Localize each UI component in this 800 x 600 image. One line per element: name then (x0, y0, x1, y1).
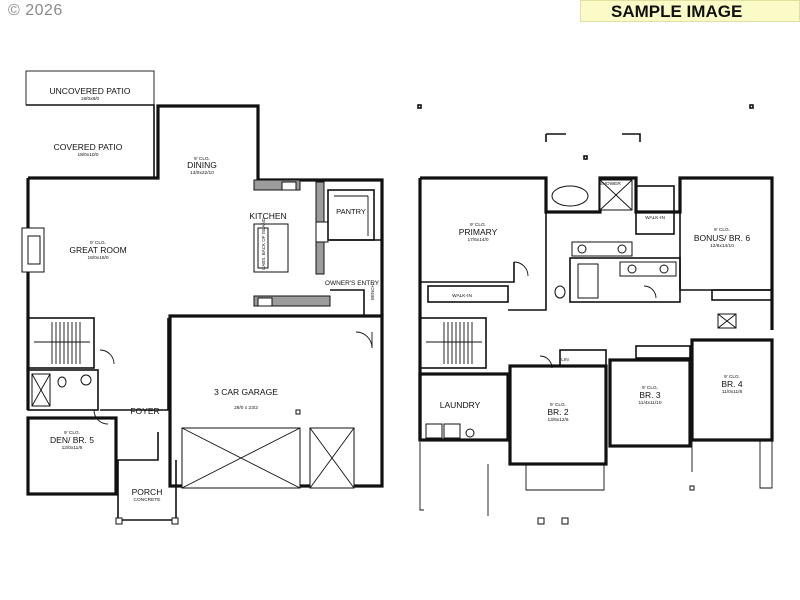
bonus-ceiling: 9' CLG. (714, 227, 730, 233)
uncovered-patio-dims: 18/0x8/0 (81, 96, 100, 102)
primary-dims: 17/6x14/0 (467, 237, 488, 243)
laundry-name: LAUNDRY (440, 400, 481, 410)
great-room-name: GREAT ROOM (69, 245, 126, 255)
primary-name: PRIMARY (459, 227, 498, 237)
great-room-ceiling: 9' CLG. (90, 240, 106, 246)
den-name: DEN/ BR. 5 (50, 435, 94, 445)
foyer-name: FOYER (130, 406, 159, 416)
sample-image-label: SAMPLE IMAGE (611, 2, 743, 21)
dining-walls (154, 104, 260, 180)
powder-bath (27, 369, 99, 411)
bath-walk-in (635, 185, 675, 235)
laundry-room (418, 372, 510, 442)
br2-dims: 13/6x12/6 (547, 417, 568, 423)
br2-name: BR. 2 (547, 407, 569, 417)
br3-room (608, 358, 692, 448)
garage-name: 3 CAR GARAGE (214, 387, 278, 397)
bonus-dims: 12/6x14/10 (710, 243, 734, 249)
kitchen-name: KITCHEN (249, 211, 286, 221)
covered-patio-dims: 18/0x10/0 (77, 152, 98, 158)
upper-north-wall (420, 176, 774, 330)
covered-patio-name: COVERED PATIO (54, 142, 123, 152)
shower-label: SHOWER (599, 181, 621, 187)
garage-room (168, 314, 384, 488)
kitchen-back-counter (253, 179, 301, 191)
pantry-name: PANTRY (336, 207, 366, 216)
den-ceiling: 9' CLG. (64, 430, 80, 436)
br3-ceiling: 9' CLG. (642, 385, 658, 391)
upper-floor-plan (417, 104, 774, 525)
primary-walk-in-label: WALK-IN (452, 293, 472, 299)
main-floor-plan (21, 70, 384, 525)
upper-stairs (419, 317, 487, 369)
br2-room (508, 364, 608, 466)
garage-dims: 29/0 x 23/2 (234, 405, 258, 411)
main-stairs (27, 317, 95, 369)
br3-dims: 11/4x11/10 (638, 400, 661, 406)
bathtub (551, 185, 589, 207)
linen-label: LIN (561, 357, 569, 363)
br3-name: BR. 3 (639, 390, 661, 400)
bonus-name: BONUS/ BR. 6 (694, 233, 750, 243)
primary-vanity (571, 241, 633, 257)
primary-walk-in (427, 285, 509, 303)
br4-name: BR. 4 (721, 379, 743, 389)
sample-image-badge: SAMPLE IMAGE (580, 0, 800, 22)
dining-name: DINING (187, 160, 217, 170)
dining-ceiling: 9' CLG. (194, 156, 210, 162)
great-room-dims: 18/0x18/0 (87, 255, 108, 261)
br4-ceiling: 9' CLG. (724, 374, 740, 380)
porch-name: PORCH (132, 487, 163, 497)
owners-entry-name: OWNER'S ENTRY (325, 280, 380, 287)
den-room (26, 416, 118, 496)
bench-label: BENCH (370, 284, 375, 300)
uncovered-patio-name: UNCOVERED PATIO (50, 86, 131, 96)
primary-ceiling: 9' CLG. (470, 222, 486, 228)
island-note: CABS. BACK OF ISLAND (261, 217, 266, 270)
br2-ceiling: 9' CLG. (550, 402, 566, 408)
kitchen-lower-counter (253, 295, 331, 307)
porch-outline (117, 460, 177, 521)
bath-walk-in-label: WALK-IN (645, 215, 665, 221)
dining-dims: 13/0x22/10 (190, 170, 214, 176)
br4-dims: 11/0x11/8 (722, 389, 743, 395)
porch-note: CONCRETE (134, 497, 161, 503)
copyright-watermark: © 2026 (8, 2, 63, 19)
den-dims: 12/0x11/6 (62, 445, 83, 451)
